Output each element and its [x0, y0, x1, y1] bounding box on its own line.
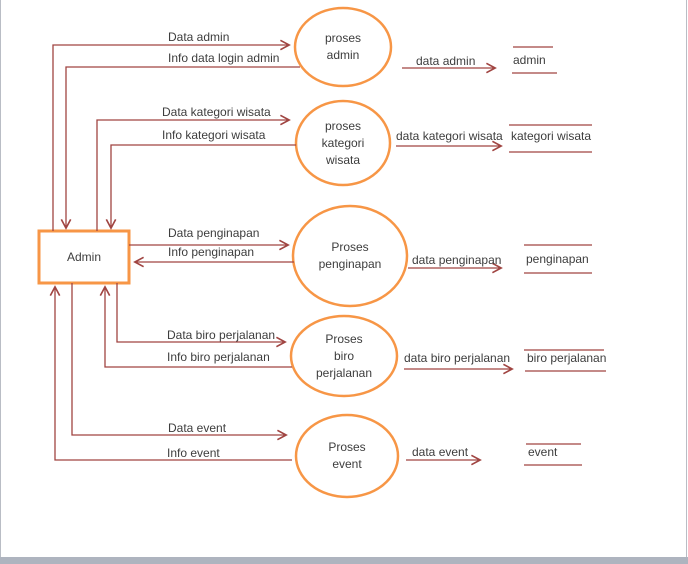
flow-info-penginapan-label: Info penginapan: [168, 245, 255, 259]
flow-data-kategori-wisata-line: [96, 114, 291, 231]
process-kategori-wisata-ellipse: [294, 99, 392, 187]
store-kategori-wisata-symbol: [509, 124, 592, 153]
page-border-right: [686, 0, 687, 557]
flow-info-login-admin-line: [60, 66, 300, 230]
flow-data-kategori-wisata-label: Data kategori wisata: [162, 105, 271, 119]
flow-info-kategori-wisata-label: Info kategori wisata: [162, 128, 266, 142]
store-admin-symbol: [512, 46, 557, 74]
store-biro-perjalanan-symbol: [524, 349, 606, 372]
store-flow-data-event-label: data event: [412, 445, 469, 459]
process-biro-perjalanan-ellipse: [289, 314, 399, 398]
store-biro-perjalanan-label: biro perjalanan: [527, 351, 607, 365]
flow-info-kategori-wisata-line: [105, 144, 296, 230]
store-flow-data-penginapan-label: data penginapan: [412, 253, 502, 267]
flow-data-admin-label: Data admin: [168, 30, 230, 44]
entity-admin: Admin: [39, 231, 129, 283]
store-penginapan-symbol: [524, 244, 592, 274]
store-event-symbol: [524, 443, 582, 466]
flow-data-event-line: [71, 283, 288, 441]
flow-data-penginapan-label: Data penginapan: [168, 226, 260, 240]
bottom-bar: [0, 557, 688, 564]
process-event-ellipse: [294, 413, 400, 499]
entity-admin-box: [37, 229, 131, 285]
process-biro-perjalanan: Proses biro perjalanan: [291, 316, 397, 396]
process-event: Proses event: [296, 415, 398, 497]
flow-data-biro-perjalanan-label: Data biro perjalanan: [167, 328, 276, 342]
store-kategori-wisata-label: kategori wisata: [511, 129, 592, 143]
process-penginapan-ellipse: [291, 204, 409, 308]
process-biro-perjalanan-label: Proses biro perjalanan: [315, 331, 373, 380]
flow-data-event-label: Data event: [168, 421, 227, 435]
store-flow-data-biro-perjalanan-label: data biro perjalanan: [404, 351, 511, 365]
store-penginapan-label: penginapan: [526, 252, 589, 266]
flow-info-login-admin-label: Info data login admin: [168, 51, 280, 65]
store-flow-data-admin-label: data admin: [416, 54, 476, 68]
process-kategori-wisata-label: proses kategori wisata: [321, 118, 365, 167]
entity-admin-label: Admin: [66, 250, 101, 264]
process-penginapan: Proses penginapan: [293, 206, 407, 306]
process-admin-ellipse: [293, 6, 393, 88]
process-admin: proses admin: [295, 8, 391, 86]
flow-data-admin-line: [52, 39, 291, 231]
store-admin-label: admin: [513, 53, 546, 67]
flow-info-biro-perjalanan-line: [99, 285, 292, 368]
flow-info-event-label: Info event: [167, 446, 220, 460]
flow-info-biro-perjalanan-label: Info biro perjalanan: [167, 350, 270, 364]
process-kategori-wisata: proses kategori wisata: [296, 101, 390, 185]
page-border-left: [0, 0, 1, 557]
store-flow-data-kategori-wisata-label: data kategori wisata: [396, 129, 503, 143]
process-admin-label: proses admin: [324, 31, 362, 62]
process-penginapan-label: Proses penginapan: [318, 240, 382, 271]
flow-data-biro-perjalanan-line: [116, 283, 287, 348]
process-event-label: Proses event: [328, 440, 366, 471]
store-event-label: event: [528, 445, 558, 459]
flow-info-event-line: [49, 285, 292, 461]
